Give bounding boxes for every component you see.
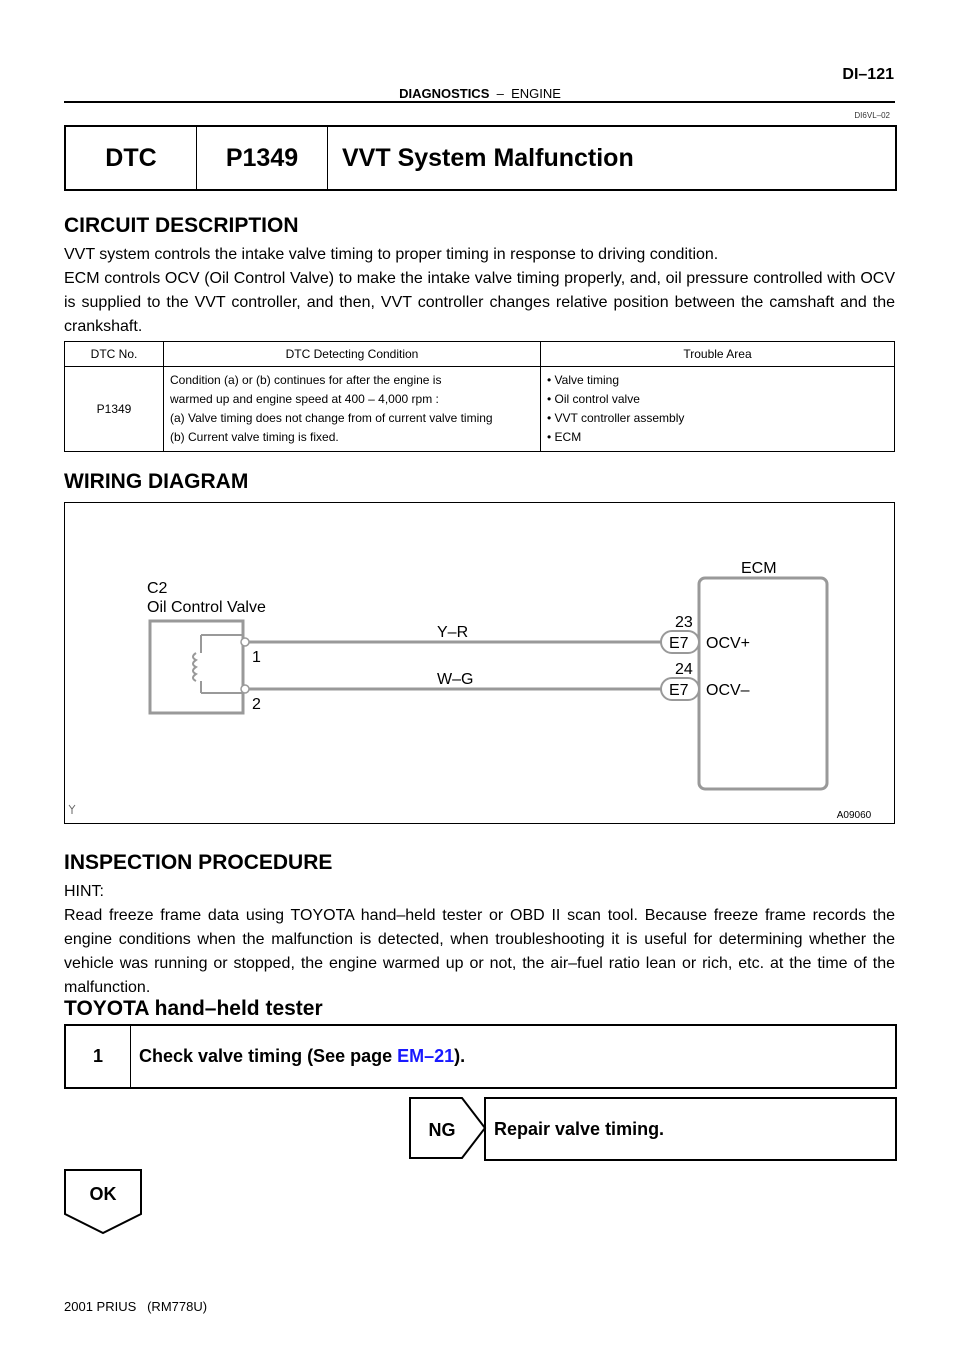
header-separator: – (496, 86, 504, 101)
trouble-area-item: • Oil control valve (547, 392, 640, 406)
doc-code: DI6VL–02 (854, 111, 890, 120)
ocv-component-body (148, 619, 245, 715)
trouble-area-item: • Valve timing (547, 373, 620, 387)
condition-line: Condition (a) or (b) continues for after… (170, 373, 442, 387)
dtc-number-cell: P1349 (64, 366, 164, 452)
dtc-table-header-trouble-area: Trouble Area (540, 341, 895, 367)
figure-id: A09060 (837, 810, 872, 821)
header-section: DIAGNOSTICS (399, 86, 490, 101)
condition-line: (b) Current valve timing is fixed. (170, 430, 339, 444)
connector-label-1: E7 (669, 635, 689, 652)
ng-action-box: Repair valve timing. (484, 1097, 897, 1161)
step-1-box: 1 Check valve timing (See page EM–21). (64, 1024, 897, 1089)
dtc-title-box: DTC P1349 VVT System Malfunction (64, 125, 897, 191)
ocv-pin-1: 1 (252, 649, 261, 666)
ecm-terminal-ocv-plus: OCV+ (706, 635, 750, 652)
dtc-table: DTC No. DTC Detecting Condition Trouble … (64, 341, 895, 452)
terminal-1 (240, 637, 250, 647)
ocv-component-code: C2 (147, 580, 168, 597)
ecm-body (697, 576, 829, 791)
ecm-label: ECM (741, 560, 777, 577)
ocv-coil-icon (192, 635, 202, 693)
dtc-name: VVT System Malfunction (342, 143, 634, 172)
figure-corner-mark-icon (68, 804, 76, 814)
terminal-2 (240, 684, 250, 694)
page-link-em-21[interactable]: EM–21 (397, 1046, 455, 1066)
ok-label: OK (90, 1184, 117, 1204)
header-subsection: ENGINE (511, 86, 561, 101)
circuit-description-text: VVT system controls the intake valve tim… (64, 243, 895, 339)
hint-text: Read freeze frame data using TOYOTA hand… (64, 907, 895, 996)
dtc-code: P1349 (197, 127, 328, 189)
ecm-pin-24: 24 (675, 661, 693, 678)
ocv-pin-2: 2 (252, 696, 261, 713)
circuit-description-heading: CIRCUIT DESCRIPTION (64, 214, 299, 237)
condition-line: warmed up and engine speed at 400 – 4,00… (170, 392, 439, 406)
connector-label-2: E7 (669, 682, 689, 699)
dtc-table-header-dtc-no: DTC No. (64, 341, 164, 367)
hint-label: HINT: (64, 883, 104, 900)
ng-arrow-icon: NG (409, 1097, 487, 1159)
wire-color-1: Y–R (437, 624, 468, 641)
ocv-component-name: Oil Control Valve (147, 599, 266, 616)
page-number: DI–121 (842, 66, 894, 83)
trouble-area-cell: • Valve timing • Oil control valve • VVT… (540, 366, 895, 452)
trouble-area-item: • ECM (547, 430, 582, 444)
dtc-label: DTC (66, 127, 197, 189)
connector-e7-1 (660, 630, 700, 654)
header-rule (64, 101, 895, 103)
page-header: DIAGNOSTICS – ENGINE (0, 86, 960, 101)
step-text-before: Check valve timing (See page (139, 1046, 398, 1066)
wiring-diagram-figure: C2 Oil Control Valve 1 2 Y–R W–G ECM E7 … (64, 502, 895, 824)
step-number: 1 (66, 1026, 131, 1087)
ecm-terminal-ocv-minus: OCV– (706, 682, 750, 699)
page-footer: 2001 PRIUS (RM778U) (64, 1299, 208, 1314)
table-row: P1349 Condition (a) or (b) continues for… (64, 366, 895, 452)
ok-arrow-icon: OK (64, 1169, 142, 1235)
ng-action: Repair valve timing. (494, 1118, 665, 1139)
connector-e7-2 (660, 677, 700, 701)
ng-label: NG (429, 1120, 456, 1140)
inspection-heading: INSPECTION PROCEDURE (64, 851, 333, 874)
dtc-condition-cell: Condition (a) or (b) continues for after… (163, 366, 541, 452)
ecm-pin-23: 23 (675, 614, 693, 631)
trouble-area-item: • VVT controller assembly (547, 411, 685, 425)
dtc-table-header-condition: DTC Detecting Condition (163, 341, 541, 367)
dtc-table-header-row: DTC No. DTC Detecting Condition Trouble … (64, 341, 895, 367)
step-text: Check valve timing (See page EM–21). (131, 1026, 465, 1087)
circuit-paragraph-2: ECM controls OCV (Oil Control Valve) to … (64, 270, 895, 335)
condition-line: (a) Valve timing does not change from of… (170, 411, 493, 425)
wire-color-2: W–G (437, 671, 473, 688)
tool-heading: TOYOTA hand–held tester (64, 997, 323, 1020)
step-text-after: ). (454, 1046, 466, 1066)
circuit-paragraph-1: VVT system controls the intake valve tim… (64, 246, 719, 263)
wiring-diagram-heading: WIRING DIAGRAM (64, 470, 249, 493)
inspection-hint: HINT: Read freeze frame data using TOYOT… (64, 880, 895, 1000)
